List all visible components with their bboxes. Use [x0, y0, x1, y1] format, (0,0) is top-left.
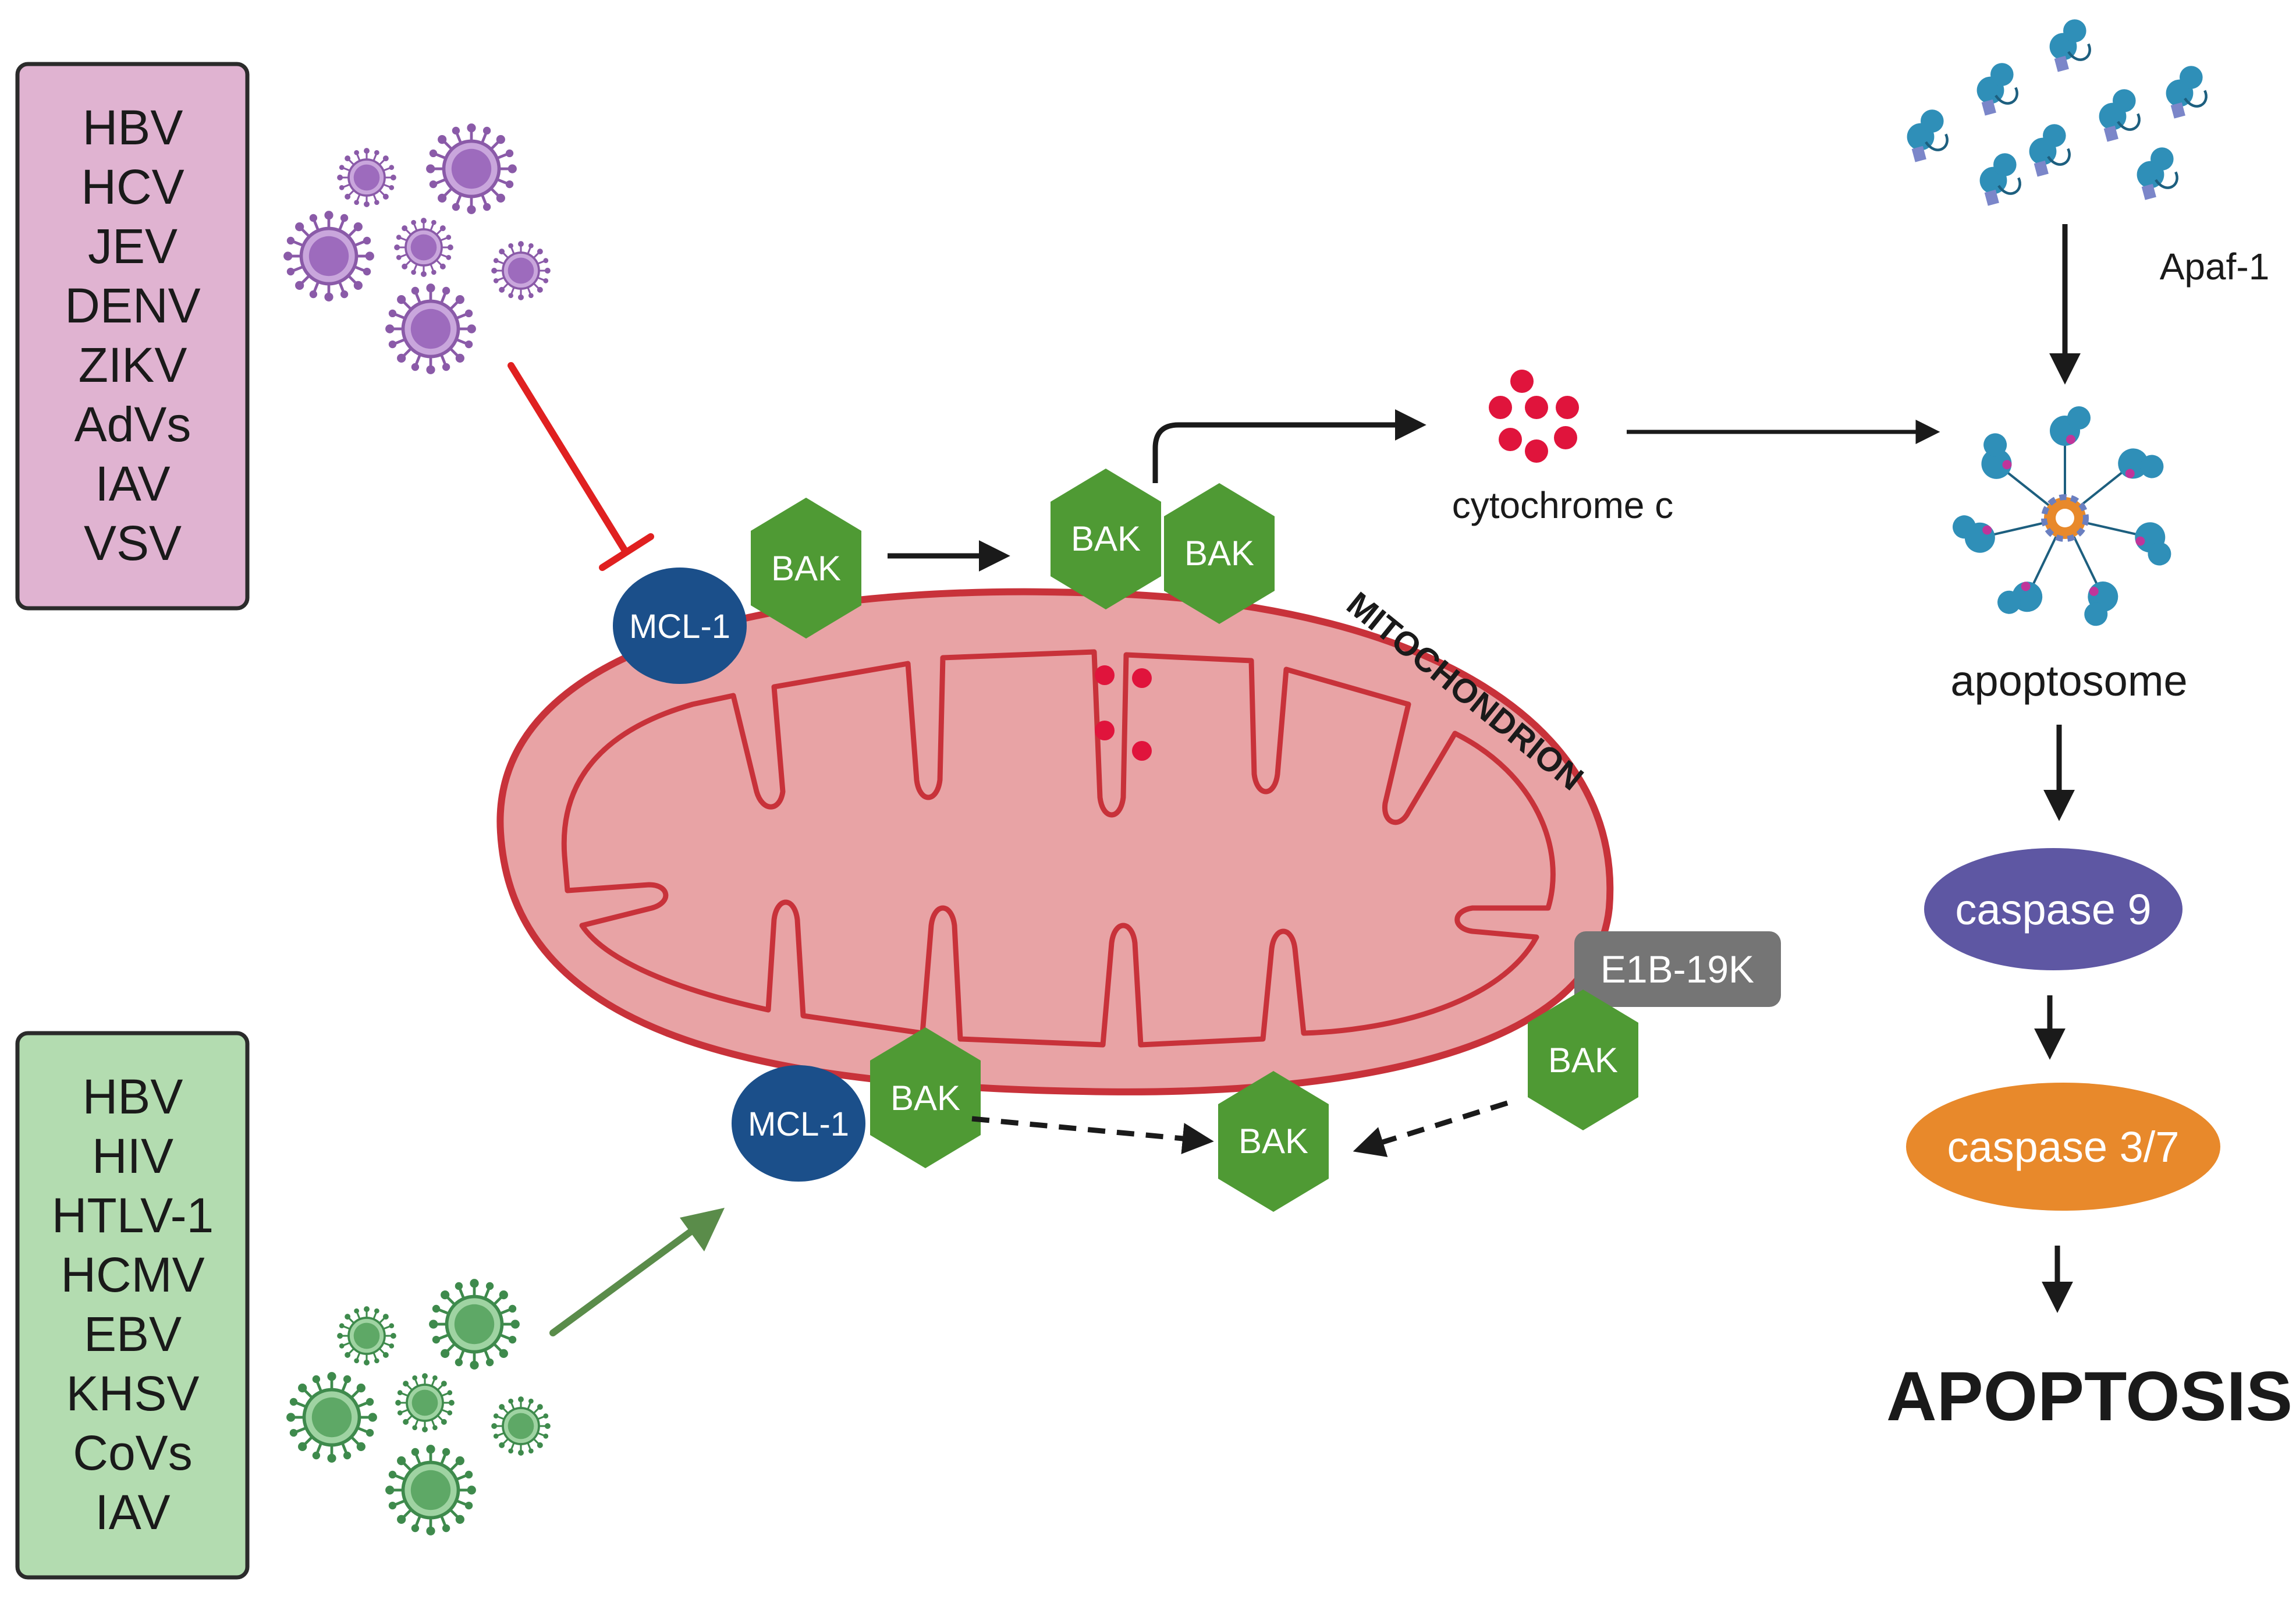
- virus-particle-icon: [385, 283, 476, 374]
- green-virus-cluster: [286, 1279, 552, 1535]
- virus-particle-icon: [490, 1395, 552, 1457]
- bak-release-dashed-arrow-right: [1353, 1100, 1509, 1157]
- activating-virus-1: HIV: [92, 1129, 173, 1183]
- caspase9-label: caspase 9: [1955, 885, 2151, 934]
- mcl1-bottom-label: MCL-1: [748, 1105, 849, 1143]
- bak-oligomer-2-label: BAK: [1184, 534, 1254, 573]
- bak-oligomer-2: BAK: [1164, 483, 1275, 624]
- virus-particle-icon: [385, 1445, 476, 1535]
- apaf1-monomers: [1907, 19, 2206, 205]
- mcl1-top: MCL-1: [613, 568, 747, 684]
- activating-viruses-box-bg: [15, 1031, 250, 1580]
- mitochondrion: MITOCHONDRION: [496, 585, 1614, 1095]
- apoptosis-label: APOPTOSIS: [1886, 1357, 2293, 1435]
- inhibiting-viruses-box: HBV HCV JEV DENV ZIKV AdVs IAV VSV: [15, 62, 250, 611]
- bak-oligomer: BAK BAK: [1051, 469, 1275, 624]
- activating-virus-2: HTLV-1: [52, 1188, 214, 1243]
- bak-oligomer-1: BAK: [1051, 469, 1161, 609]
- activating-virus-6: CoVs: [73, 1425, 192, 1480]
- apoptosome-label: apoptosome: [1950, 657, 2187, 705]
- bak-e1b19k-bound-label: BAK: [1548, 1041, 1618, 1080]
- virus-particle-icon: [490, 240, 552, 302]
- virus-particle-icon: [429, 1279, 520, 1370]
- activating-virus-4: EBV: [84, 1307, 182, 1361]
- bak-top-monomer-label: BAK: [771, 549, 841, 588]
- bak-bottom-bound: BAK: [870, 1027, 981, 1168]
- purple-virus-cluster: [283, 123, 552, 374]
- cytochrome-c-label: cytochrome c: [1452, 484, 1674, 526]
- apaf1-monomer-icon: [2099, 89, 2139, 141]
- virus-particle-icon: [283, 211, 374, 302]
- apaf1-monomer-icon: [2029, 124, 2070, 176]
- bak-oligomer-1-label: BAK: [1071, 519, 1141, 558]
- activating-viruses-box: HBV HIV HTLV-1 HCMV EBV KHSV CoVs IAV: [15, 1031, 250, 1580]
- caspase9-node: caspase 9: [1924, 848, 2183, 970]
- activating-virus-0: HBV: [83, 1069, 183, 1124]
- cytochrome-c-in-cristae: [1095, 665, 1152, 761]
- bak-free: BAK: [1218, 1071, 1329, 1212]
- apaf1-monomer-icon: [1980, 153, 2020, 205]
- apaf1-monomer-icon: [2137, 147, 2177, 200]
- mcl1-top-label: MCL-1: [629, 608, 730, 646]
- virus-particle-icon: [394, 1372, 456, 1434]
- apoptosome-icon: [1949, 405, 2178, 632]
- inhibiting-virus-7: VSV: [84, 516, 182, 570]
- apaf1-monomer-icon: [1977, 63, 2017, 115]
- inhibiting-virus-5: AdVs: [74, 397, 191, 452]
- virus-particle-icon: [336, 1305, 398, 1367]
- inhibiting-virus-2: JEV: [88, 219, 178, 274]
- mitochondrion-inner-membrane: [561, 649, 1556, 1048]
- caspase37-label: caspase 3/7: [1947, 1123, 2179, 1171]
- apaf1-label: Apaf-1: [2160, 246, 2270, 288]
- bak-e1b19k-bound: BAK: [1528, 990, 1638, 1130]
- inhibiting-virus-0: HBV: [83, 100, 183, 155]
- bak-free-label: BAK: [1239, 1122, 1308, 1161]
- apaf1-monomer-icon: [2050, 19, 2090, 72]
- inhibiting-virus-4: ZIKV: [79, 338, 187, 392]
- cytochrome-c-release-arrow: [1152, 409, 1426, 483]
- activating-virus-5: KHSV: [66, 1366, 200, 1421]
- activation-arrow: [549, 1208, 725, 1336]
- virus-particle-icon: [426, 123, 517, 214]
- e1b19k-badge: E1B-19K: [1574, 931, 1781, 1007]
- caspase37-node: caspase 3/7: [1906, 1083, 2220, 1211]
- inhibiting-virus-6: IAV: [95, 456, 170, 511]
- activating-virus-3: HCMV: [61, 1247, 204, 1302]
- inhibiting-virus-1: HCV: [81, 159, 184, 214]
- virus-particle-icon: [393, 217, 455, 278]
- virus-particle-icon: [286, 1372, 377, 1463]
- inhibiting-viruses-box-bg: [15, 62, 250, 611]
- bak-bottom-bound-label: BAK: [890, 1079, 960, 1118]
- mcl1-bottom: MCL-1: [732, 1065, 865, 1182]
- bak-top-monomer: BAK: [751, 498, 861, 639]
- activating-virus-7: IAV: [95, 1485, 170, 1540]
- e1b19k-label: E1B-19K: [1601, 948, 1754, 991]
- bak-release-dashed-arrow-left: [971, 1116, 1214, 1154]
- apaf1-monomer-icon: [2166, 66, 2206, 118]
- virus-particle-icon: [336, 147, 398, 208]
- inhibition-arrow: [508, 362, 654, 571]
- inhibiting-virus-3: DENV: [65, 278, 200, 333]
- apaf1-monomer-icon: [1907, 109, 1947, 162]
- cytochrome-c-icon: [1489, 370, 1579, 463]
